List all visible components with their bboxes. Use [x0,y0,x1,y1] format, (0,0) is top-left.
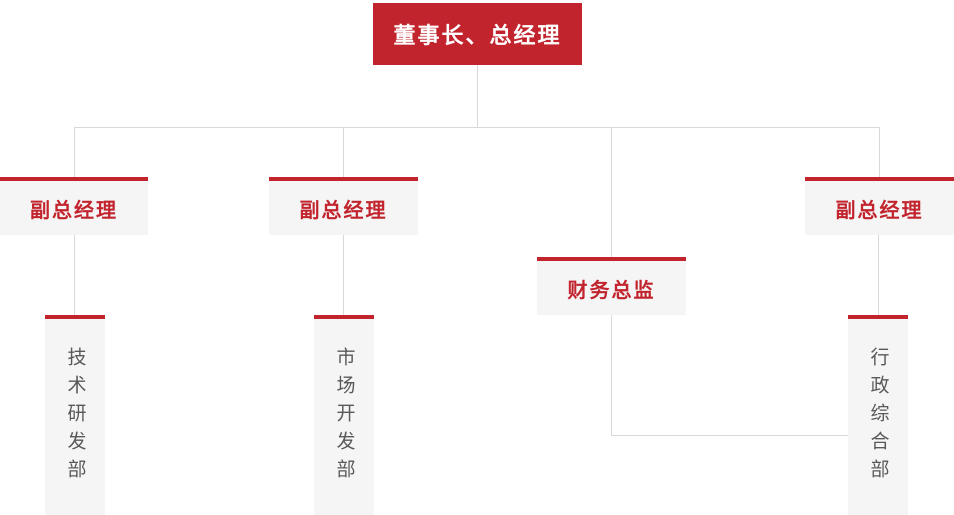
node-dept-admin-general: 行政综合部 [848,315,908,515]
connector-drop-vice3 [879,127,880,177]
node-dept-market-development: 市场开发部 [314,315,374,515]
connector-main-horizontal [74,127,880,128]
node-chairman-general-manager: 董事长、总经理 [373,3,582,65]
node-vice-general-manager-3: 副总经理 [805,177,954,235]
connector-drop-vice1 [74,127,75,177]
connector-drop-finance [611,127,612,257]
node-dept-tech-rnd: 技术研发部 [45,315,105,515]
connector-vice1-to-rnd [74,235,75,315]
connector-vice3-to-admin [878,235,879,315]
node-vice1-label: 副总经理 [30,199,118,222]
dept-tech-rnd-label: 技术研发部 [64,347,86,487]
node-finance-director: 财务总监 [537,257,686,315]
node-vice-general-manager-2: 副总经理 [269,177,418,235]
node-vice-general-manager-1: 副总经理 [0,177,148,235]
connector-vice2-to-marketing [343,235,344,315]
connector-finance-down [611,315,612,436]
node-chairman-label: 董事长、总经理 [393,23,562,48]
node-finance-label: 财务总监 [567,279,656,302]
dept-market-development-label: 市场开发部 [333,347,355,487]
node-vice3-label: 副总经理 [835,199,924,222]
connector-root-stub [477,65,478,127]
connector-drop-vice2 [343,127,344,177]
node-vice2-label: 副总经理 [299,199,388,222]
connector-finance-to-admin [611,435,848,436]
dept-admin-general-label: 行政综合部 [867,347,889,487]
